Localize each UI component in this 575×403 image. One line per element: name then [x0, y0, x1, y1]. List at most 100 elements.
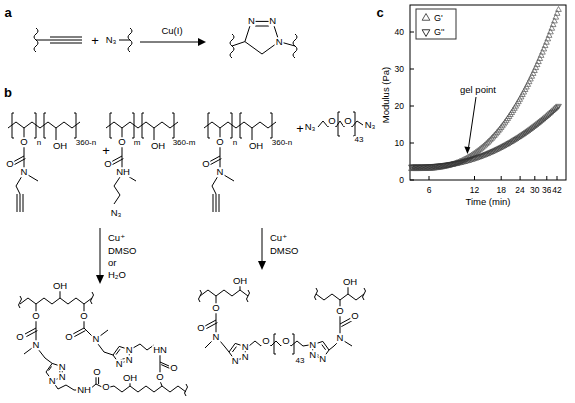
subscript-label: m: [133, 139, 142, 147]
data-marker: [536, 59, 542, 64]
data-marker: [534, 62, 540, 67]
atom-label: OH: [52, 141, 68, 151]
atom-label: NH: [76, 385, 92, 395]
axis-tick-label: 40: [394, 28, 405, 37]
data-markers: [409, 104, 562, 170]
axis-tick-label: 42: [551, 186, 562, 195]
atom-label: O: [201, 159, 210, 169]
atom-label: N: [241, 353, 250, 363]
atom-label: N: [58, 373, 67, 383]
reagent-label: Cu⁺: [269, 233, 288, 243]
network-product-right: [199, 286, 366, 361]
atom-label: NH: [115, 167, 131, 177]
data-marker: [540, 49, 546, 54]
atom-label: N₃: [304, 122, 317, 132]
network-product-left: [19, 291, 188, 396]
atom-label: N₃: [110, 208, 123, 218]
axis-title: Time (min): [464, 197, 511, 207]
atom-label: O: [215, 137, 224, 147]
data-marker: [553, 14, 559, 19]
atom-label: N₃: [364, 120, 377, 130]
data-marker: [537, 56, 543, 61]
atom-label: N: [275, 37, 284, 47]
data-marker: [545, 36, 551, 41]
annotation-label: gel point: [459, 85, 497, 95]
atom-label: O: [335, 306, 344, 316]
legend-symbol: [422, 14, 430, 21]
data-marker: [544, 39, 550, 44]
legend-label: G': [434, 14, 443, 23]
reactants-b: [8, 112, 363, 284]
axis-tick-label: 0: [398, 176, 405, 185]
atom-label: N: [125, 345, 134, 355]
axis-tick-label: 20: [394, 102, 405, 111]
axis-tick-label: 10: [394, 139, 405, 148]
atom-label: N: [308, 340, 317, 350]
data-marker: [552, 18, 558, 23]
atom-label: O: [343, 116, 352, 126]
reagent-label: Cu⁺: [107, 233, 126, 243]
atom-label: O: [31, 311, 40, 321]
atom-label: O: [117, 137, 126, 147]
subscript-label: n: [36, 139, 42, 147]
atom-label: HN: [152, 345, 168, 355]
atom-label: N: [268, 17, 277, 27]
atom-label: OH: [248, 141, 264, 151]
atom-label: N: [308, 351, 317, 361]
atom-label: N: [58, 362, 67, 372]
atom-label: N: [216, 167, 225, 177]
atom-label: O: [64, 332, 73, 342]
atom-label: O: [155, 372, 164, 382]
subscript-label: n: [232, 139, 238, 147]
atom-label: O: [281, 336, 290, 346]
atom-label: O: [19, 137, 28, 147]
data-markers: [409, 7, 562, 171]
atom-label: O: [92, 367, 101, 377]
plus-sign: +: [90, 34, 100, 47]
data-marker: [542, 43, 548, 48]
subscript-label: 43: [354, 136, 365, 144]
axis-tick-label: 6: [426, 186, 433, 195]
atom-label: O: [350, 311, 359, 321]
panel-letter: a: [3, 6, 12, 19]
axis-tick-label: 12: [469, 186, 480, 195]
data-marker: [530, 70, 536, 75]
subscript-label: 360-n: [271, 139, 293, 147]
data-marker: [556, 104, 562, 109]
atom-label: OH: [150, 141, 166, 151]
axis-tick-label: 18: [495, 186, 506, 195]
data-marker: [529, 73, 535, 78]
atom-label: N: [247, 17, 256, 27]
panel-letter: c: [375, 6, 384, 19]
subscript-label: 43: [295, 357, 306, 365]
atom-label: N: [336, 333, 345, 343]
reagent-label: DMSO: [107, 246, 138, 256]
axis-tick-label: 30: [394, 65, 405, 74]
panel-letter: b: [3, 86, 13, 99]
atom-label: N: [48, 376, 57, 386]
subscript-label: 360-n: [75, 139, 97, 147]
reagent-label: DMSO: [269, 246, 300, 256]
atom-label: O: [79, 311, 88, 321]
atom-label: O: [169, 363, 178, 373]
reagent-label: or: [107, 258, 117, 268]
data-marker: [532, 68, 538, 73]
reagent-label: H₂O: [107, 270, 127, 280]
data-marker: [556, 7, 562, 12]
subscript-label: 360-m: [172, 139, 197, 147]
atom-label: OH: [342, 277, 358, 287]
atom-label: N: [318, 354, 327, 364]
data-marker: [550, 22, 556, 27]
atom-label: N: [125, 356, 134, 366]
axis-tick-label: 24: [514, 186, 525, 195]
axis-title: Modulus (Pa): [381, 66, 391, 125]
atom-label: O: [15, 332, 24, 342]
data-marker: [549, 25, 555, 30]
data-marker: [541, 46, 547, 51]
atom-label: N: [231, 356, 240, 366]
axis-tick-label: 30: [529, 186, 540, 195]
atom-label: N: [241, 342, 250, 352]
atom-label: N: [212, 332, 221, 342]
atom-label: N: [32, 340, 41, 350]
atom-label: N₃: [105, 35, 118, 45]
